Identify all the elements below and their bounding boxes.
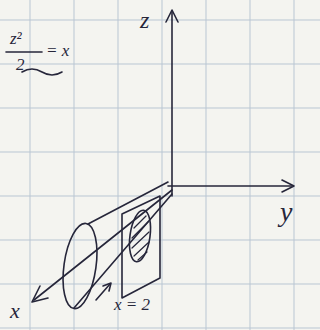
plane bbox=[122, 196, 160, 298]
arrowhead bbox=[32, 286, 48, 302]
cylinder-edge bbox=[88, 182, 168, 224]
formula-rhs: = x bbox=[46, 42, 69, 59]
cross-section bbox=[126, 209, 153, 263]
hatching bbox=[132, 216, 149, 260]
axis-label: x bbox=[10, 300, 20, 322]
arrowhead bbox=[166, 10, 178, 22]
arrowhead bbox=[282, 180, 294, 192]
formula-numerator: z² bbox=[10, 30, 22, 47]
plane-label: x = 2 bbox=[114, 296, 150, 313]
leader-line bbox=[96, 284, 110, 300]
formula-denominator: 2 bbox=[16, 56, 25, 73]
z-axis bbox=[171, 12, 173, 196]
cylinder-edge bbox=[74, 194, 172, 308]
fraction-bar bbox=[6, 51, 42, 53]
sketch bbox=[6, 10, 294, 311]
axis-label: y bbox=[280, 198, 292, 226]
arrowhead bbox=[103, 283, 111, 291]
x-axis bbox=[34, 190, 172, 300]
axis-label: z bbox=[140, 8, 149, 32]
y-axis bbox=[168, 185, 292, 187]
underline bbox=[22, 69, 62, 75]
cylinder-end bbox=[58, 221, 102, 311]
